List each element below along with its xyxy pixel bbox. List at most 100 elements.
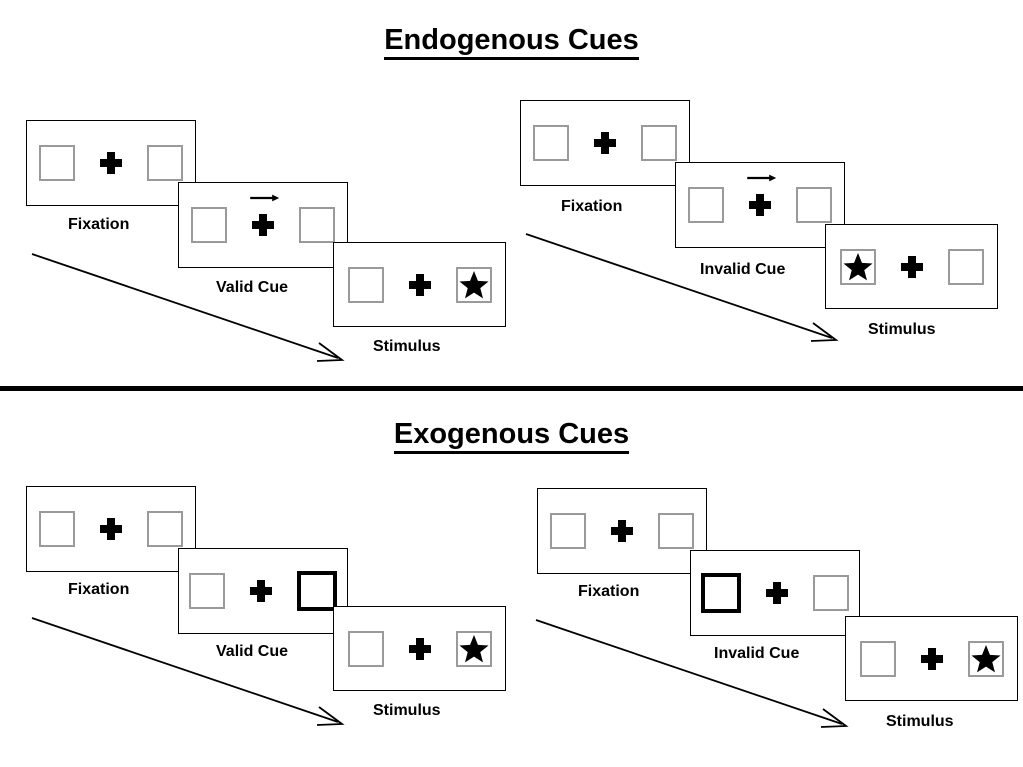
plus-icon (749, 194, 771, 216)
spacer (772, 205, 796, 206)
fixation-cross-wrap (99, 518, 123, 540)
spacer (569, 143, 593, 144)
spacer (876, 266, 900, 267)
spacer (75, 163, 99, 164)
frame-label-stimulus: Stimulus (373, 702, 441, 719)
fixation-cross-wrap (249, 580, 273, 602)
spacer (225, 591, 249, 592)
section-title-endogenous: Endogenous Cues (0, 24, 1023, 60)
frame-label-invalid-cue: Invalid Cue (700, 261, 786, 278)
trial-frame-fixation[interactable] (537, 488, 707, 574)
section-divider (0, 386, 1023, 391)
right-arrow-icon (747, 174, 777, 182)
trial-frame-fixation[interactable] (520, 100, 690, 186)
spacer (432, 284, 456, 285)
trial-frame-invalid-cue[interactable] (675, 162, 845, 248)
placeholder-box-left (859, 640, 896, 677)
spacer (123, 163, 147, 164)
spacer (275, 225, 299, 226)
plus-icon (900, 255, 923, 278)
spacer (384, 648, 408, 649)
fixation-cross-wrap (920, 647, 944, 670)
spacer (75, 529, 99, 530)
frame-label-stimulus: Stimulus (886, 713, 954, 730)
spacer (896, 658, 920, 659)
placeholder-box-left (688, 187, 724, 223)
cued-box-right (297, 571, 337, 611)
fixation-cross-wrap (99, 152, 123, 174)
frame-label-fixation: Fixation (578, 583, 640, 600)
frame-label-invalid-cue: Invalid Cue (714, 645, 800, 662)
trial-frame-stimulus[interactable] (845, 616, 1018, 701)
plus-icon (252, 214, 274, 236)
frame-label-fixation: Fixation (68, 216, 130, 233)
plus-icon (100, 518, 122, 540)
frame-label-fixation: Fixation (561, 198, 623, 215)
plus-icon (611, 520, 633, 542)
trial-frame-valid-cue[interactable] (178, 548, 348, 634)
placeholder-box-right (455, 630, 492, 667)
trial-frame-invalid-cue[interactable] (690, 550, 860, 636)
placeholder-box-right (658, 513, 694, 549)
trial-frame-stimulus[interactable] (825, 224, 998, 309)
frame-contents (691, 551, 859, 635)
fixation-cross-wrap (408, 273, 432, 296)
trial-frame-stimulus[interactable] (333, 242, 506, 327)
section-title-exogenous: Exogenous Cues (0, 418, 1023, 454)
plus-icon (408, 637, 431, 660)
fixation-cross-wrap (593, 132, 617, 154)
placeholder-box-right (455, 266, 492, 303)
trial-frame-fixation[interactable] (26, 120, 196, 206)
fixation-cross-wrap (250, 194, 280, 236)
placeholder-box-left (347, 266, 384, 303)
plus-icon (250, 580, 272, 602)
frame-label-valid-cue: Valid Cue (216, 643, 289, 660)
frame-contents (826, 225, 997, 308)
placeholder-box-right (299, 207, 335, 243)
trial-frame-stimulus[interactable] (333, 606, 506, 691)
spacer (432, 648, 456, 649)
frame-contents (179, 549, 347, 633)
section-title-endogenous-text: Endogenous Cues (384, 24, 639, 60)
plus-icon (408, 273, 431, 296)
spacer (123, 529, 147, 530)
star-icon (970, 644, 1001, 672)
spacer (789, 593, 813, 594)
placeholder-box-right (947, 248, 984, 285)
frame-label-stimulus: Stimulus (373, 338, 441, 355)
placeholder-box-right (796, 187, 832, 223)
placeholder-box-right (813, 575, 849, 611)
spacer (741, 593, 765, 594)
frame-contents (521, 101, 689, 185)
frame-contents (179, 183, 347, 267)
frame-label-fixation: Fixation (68, 581, 130, 598)
placeholder-box-right (147, 511, 183, 547)
frame-contents (846, 617, 1017, 700)
spacer (384, 284, 408, 285)
placeholder-box-left (39, 145, 75, 181)
placeholder-box-right (641, 125, 677, 161)
frame-contents (334, 607, 505, 690)
star-icon (458, 634, 489, 662)
star-icon (458, 270, 489, 298)
spacer (944, 658, 968, 659)
trial-frame-valid-cue[interactable] (178, 182, 348, 268)
placeholder-box-left (191, 207, 227, 243)
placeholder-box-right (967, 640, 1004, 677)
spacer (227, 225, 251, 226)
frame-label-valid-cue: Valid Cue (216, 279, 289, 296)
placeholder-box-left (839, 248, 876, 285)
placeholder-box-left (347, 630, 384, 667)
placeholder-box-left (550, 513, 586, 549)
frame-contents (27, 487, 195, 571)
section-title-exogenous-text: Exogenous Cues (393, 418, 630, 454)
right-arrow-icon (250, 194, 280, 202)
fixation-cross-wrap (408, 637, 432, 660)
frame-contents (27, 121, 195, 205)
placeholder-box-right (147, 145, 183, 181)
trial-frame-fixation[interactable] (26, 486, 196, 572)
fixation-cross-wrap (747, 174, 777, 216)
cued-box-left (701, 573, 741, 613)
spacer (724, 205, 748, 206)
fixation-cross-wrap (900, 255, 924, 278)
